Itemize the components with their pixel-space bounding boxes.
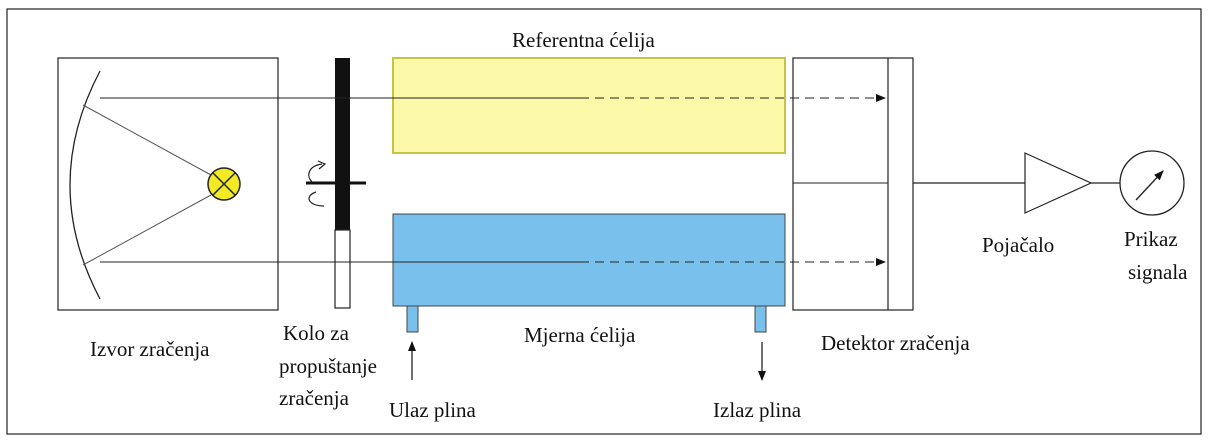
display-label-line1: Prikaz xyxy=(1124,227,1178,251)
lamp-cross-circle-icon xyxy=(207,167,241,201)
amplifier-triangle-icon xyxy=(1024,152,1093,214)
chopper-label-line3: zračenja xyxy=(279,386,350,410)
measuring-cell xyxy=(392,213,786,307)
measuring-cell-group xyxy=(392,213,786,381)
outer-frame xyxy=(6,8,1202,435)
source-reflector xyxy=(69,70,101,300)
gauge-meter-icon xyxy=(1119,150,1185,216)
detector-label: Detektor zračenja xyxy=(821,331,970,355)
gas-outlet-label: Izlaz plina xyxy=(713,398,802,422)
beam-paths xyxy=(100,94,886,266)
radiation-source xyxy=(57,57,279,311)
radiation-detector xyxy=(792,57,914,311)
chopper-label-line2: propuštanje xyxy=(279,354,377,378)
chopper-label-line1: Kolo za xyxy=(283,321,350,345)
source-ray-upper xyxy=(82,104,212,176)
signal-chain xyxy=(913,150,1185,216)
measuring-cell-label: Mjerna ćelija xyxy=(524,323,636,347)
amplifier-label: Pojačalo xyxy=(982,233,1054,257)
source-ray-lower xyxy=(82,194,212,266)
display-label-line2: signala xyxy=(1128,260,1188,284)
reference-cell-label: Referentna ćelija xyxy=(512,28,656,52)
detector-box xyxy=(792,57,914,311)
chopper-open-part xyxy=(334,229,351,309)
source-box xyxy=(57,57,279,311)
reference-cell xyxy=(392,57,786,154)
gas-inlet-label: Ulaz plina xyxy=(389,398,477,422)
rotation-arrow-icon xyxy=(308,160,327,207)
source-label: Izvor zračenja xyxy=(90,337,210,361)
chopper-solid-part xyxy=(335,58,350,230)
chopper-wheel xyxy=(306,58,366,309)
